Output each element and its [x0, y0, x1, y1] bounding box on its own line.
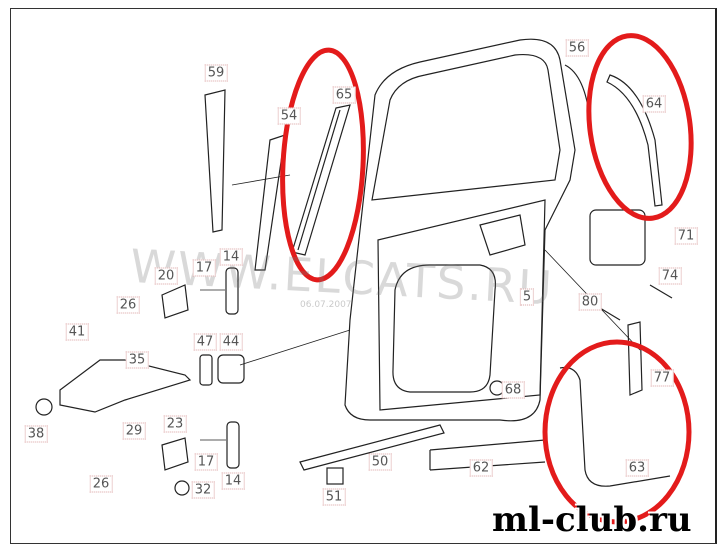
door-shell — [344, 38, 576, 422]
callout-14-top: 14 — [219, 248, 243, 266]
highlight-ellipse-65 — [280, 47, 366, 283]
callout-62: 62 — [469, 459, 493, 477]
highlight-ellipse-63 — [542, 339, 692, 525]
callout-14-bottom: 14 — [221, 472, 245, 490]
part-54-seal — [254, 134, 286, 271]
part-74-pin — [649, 284, 673, 299]
callout-51: 51 — [322, 488, 346, 506]
diagram-frame — [10, 8, 717, 544]
callout-26-top: 26 — [116, 296, 140, 314]
callout-80: 80 — [578, 293, 602, 311]
callout-17-top: 17 — [192, 259, 216, 277]
door-opening — [479, 214, 526, 256]
part-14-plate-bottom — [226, 421, 240, 469]
part-59-strip — [204, 89, 226, 233]
part-32-nut — [174, 480, 190, 496]
part-51-clip — [326, 467, 344, 485]
part-77-bracket — [627, 321, 643, 396]
part-14-plate-top — [225, 267, 239, 315]
callout-77: 77 — [650, 369, 674, 387]
part-20-hinge — [161, 284, 189, 319]
door-trim-opening — [392, 264, 497, 393]
callout-20: 20 — [154, 267, 178, 285]
callout-71: 71 — [674, 227, 698, 245]
callout-38: 38 — [24, 425, 48, 443]
part-71-lock — [589, 209, 646, 266]
callout-44: 44 — [219, 333, 243, 351]
callout-5: 5 — [519, 288, 535, 306]
callout-56: 56 — [565, 39, 589, 57]
callout-54: 54 — [277, 107, 301, 125]
part-80-bolt — [599, 307, 621, 321]
callout-64: 64 — [642, 95, 666, 113]
callout-29: 29 — [122, 422, 146, 440]
watermark-date: 06.07.2007 — [300, 300, 352, 310]
brand-logo-text: ml-club.ru — [492, 500, 692, 540]
callout-63: 63 — [625, 459, 649, 477]
callout-50: 50 — [368, 453, 392, 471]
door-window-frame — [371, 53, 561, 201]
callout-74: 74 — [658, 267, 682, 285]
callout-26-bottom: 26 — [89, 475, 113, 493]
callout-41: 41 — [65, 323, 89, 341]
part-44-bumper — [217, 354, 245, 384]
highlight-ellipse-64 — [586, 33, 694, 221]
part-47-pad — [199, 354, 213, 386]
callout-68: 68 — [501, 381, 525, 399]
callout-23: 23 — [163, 415, 187, 433]
part-35-check-strap — [59, 359, 192, 413]
door-inner-panel — [377, 199, 546, 411]
callout-65: 65 — [332, 86, 356, 104]
callout-17-bottom: 17 — [194, 453, 218, 471]
part-64-seal — [606, 74, 663, 207]
leader-lines — [200, 174, 641, 441]
part-50-molding — [299, 424, 445, 471]
callout-35: 35 — [125, 351, 149, 369]
part-38-nut — [35, 398, 53, 416]
callout-47: 47 — [193, 333, 217, 351]
callout-59: 59 — [204, 64, 228, 82]
part-65-channel — [291, 104, 351, 256]
part-23-hinge — [161, 437, 189, 471]
callout-32: 32 — [191, 481, 215, 499]
